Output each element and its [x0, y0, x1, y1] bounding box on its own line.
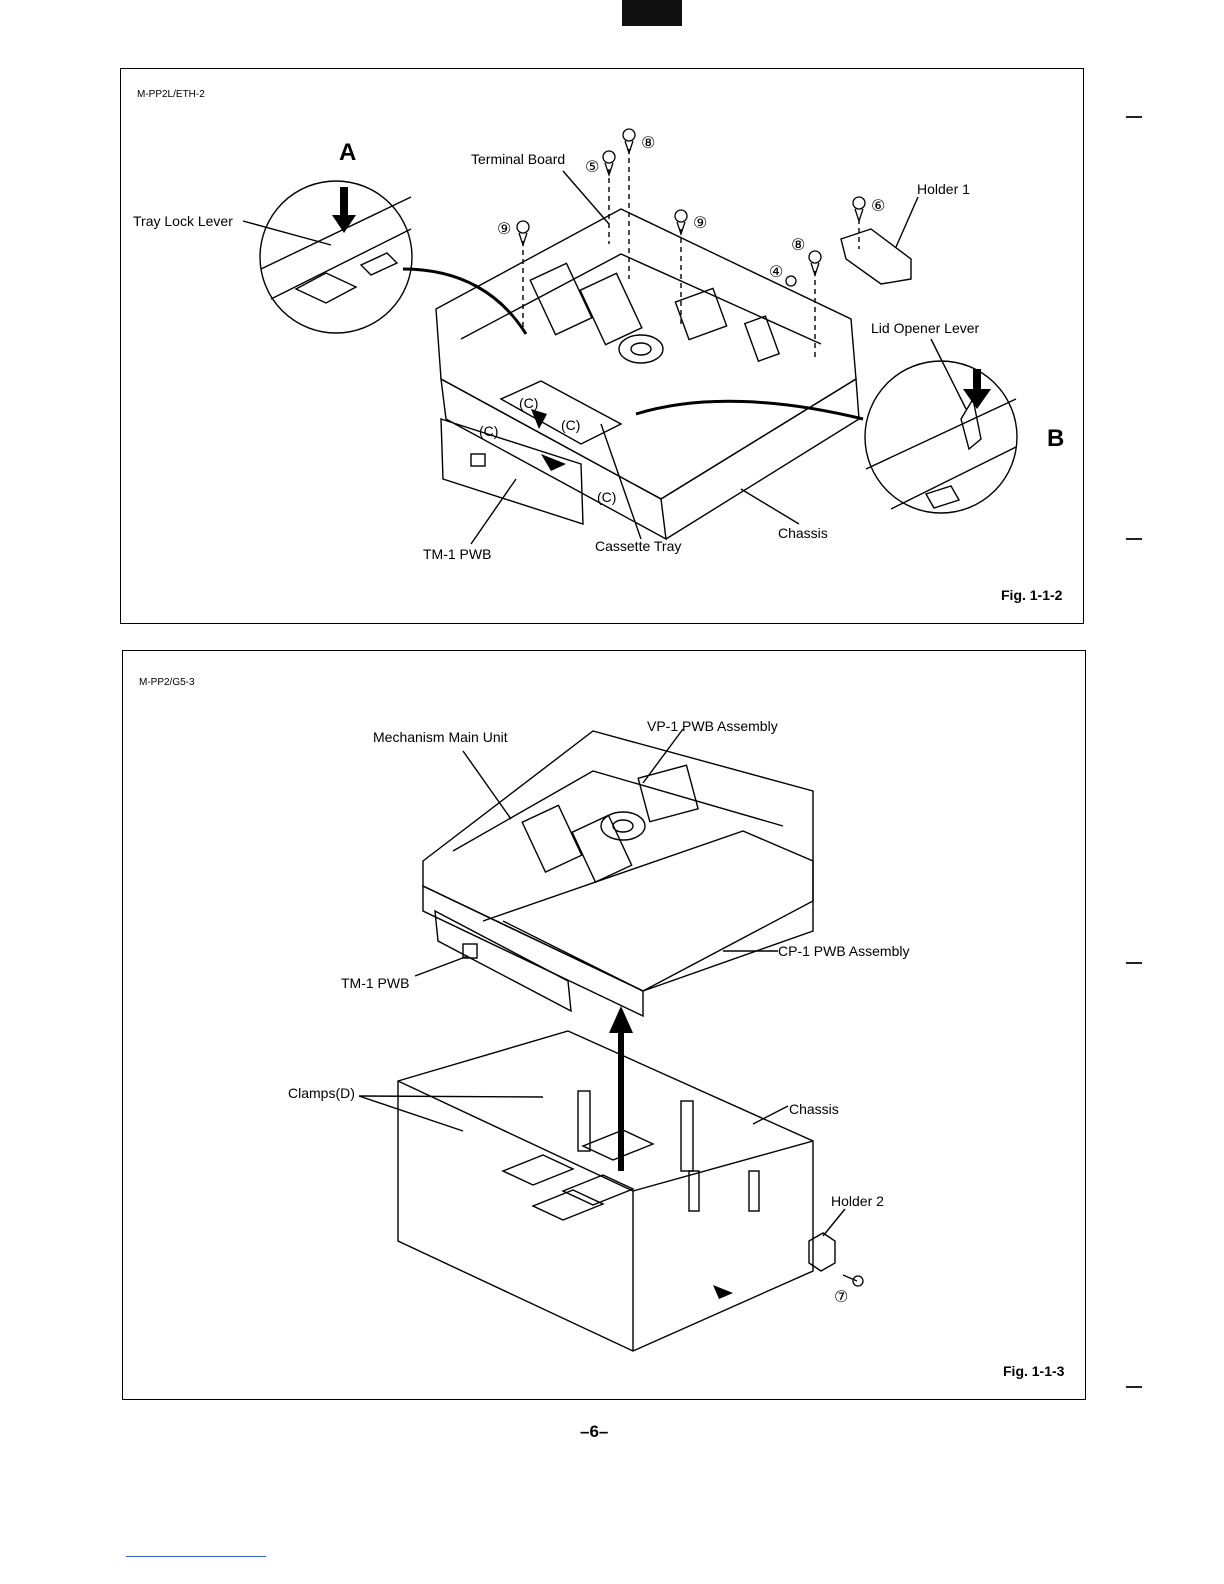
screw-5: ⑤ [585, 157, 599, 177]
label-c-4: (C) [597, 489, 616, 505]
label-c-2: (C) [561, 417, 580, 433]
label-c-1: (C) [519, 395, 538, 411]
edge-mark [1126, 962, 1142, 964]
label-cassette-tray: Cassette Tray [595, 538, 681, 554]
label-chassis: Chassis [778, 525, 828, 541]
page-number: –6– [580, 1422, 608, 1442]
figure-1-caption: Fig. 1-1-2 [1001, 587, 1062, 603]
bottom-link-line [126, 1556, 266, 1557]
label-tm1-pwb: TM-1 PWB [423, 546, 491, 562]
label-chassis-2: Chassis [789, 1101, 839, 1117]
figure-2-illustration [123, 651, 1087, 1401]
label-holder-1: Holder 1 [917, 181, 970, 197]
figure-1-panel: M-PP2L/ETH-2 [120, 68, 1084, 624]
screw-7: ⑦ [834, 1287, 848, 1307]
detail-circle-a [260, 181, 412, 333]
label-mechanism-main-unit: Mechanism Main Unit [373, 729, 508, 745]
edge-mark [1126, 1386, 1142, 1388]
label-cp1-pwb-assembly: CP-1 PWB Assembly [778, 943, 909, 959]
label-terminal-board: Terminal Board [471, 151, 565, 167]
screw-8-top: ⑧ [641, 133, 655, 153]
label-holder-2: Holder 2 [831, 1193, 884, 1209]
label-c-3: (C) [479, 423, 498, 439]
screw-9-left: ⑨ [497, 219, 511, 239]
label-vp1-pwb-assembly: VP-1 PWB Assembly [647, 718, 778, 734]
label-tm1-pwb-2: TM-1 PWB [341, 975, 409, 991]
screw-8-right: ⑧ [791, 235, 805, 255]
top-page-tab [622, 0, 682, 26]
label-clamps: Clamps(D) [288, 1085, 355, 1101]
label-lid-opener-lever: Lid Opener Lever [871, 320, 979, 336]
screw-9-right: ⑨ [693, 213, 707, 233]
edge-mark [1126, 116, 1142, 118]
figure-2-panel: M-PP2/G5-3 [122, 650, 1086, 1400]
callout-a: A [339, 139, 356, 167]
screw-6: ⑥ [871, 196, 885, 216]
figure-2-caption: Fig. 1-1-3 [1003, 1363, 1064, 1379]
label-tray-lock-lever: Tray Lock Lever [133, 213, 233, 229]
callout-b: B [1047, 425, 1064, 453]
edge-mark [1126, 538, 1142, 540]
detail-circle-b [865, 361, 1017, 513]
screw-4: ④ [769, 262, 783, 282]
